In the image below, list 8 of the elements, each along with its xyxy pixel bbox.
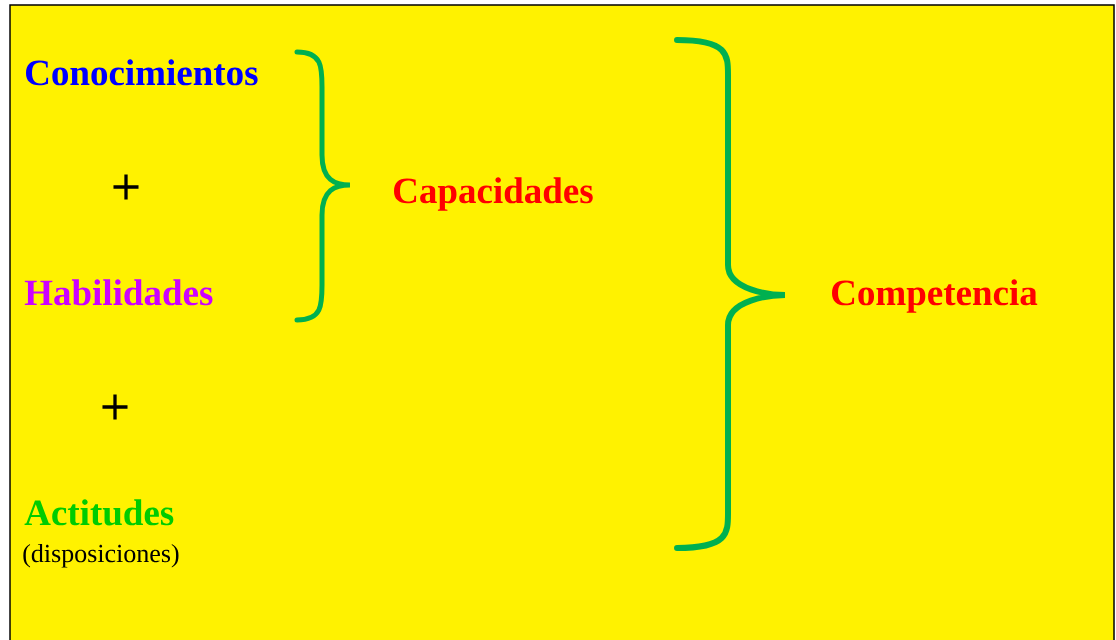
label-text: (disposiciones) [23, 543, 179, 568]
label-text: Conocimientos [26, 59, 258, 86]
label-text: Competencia [832, 279, 1038, 313]
label-text: + [102, 394, 128, 420]
label-text: Capacidades [394, 177, 593, 211]
label-text: Habilidades [24, 279, 213, 306]
label-text: Actitudes [24, 499, 174, 526]
label-text: + [113, 174, 139, 200]
